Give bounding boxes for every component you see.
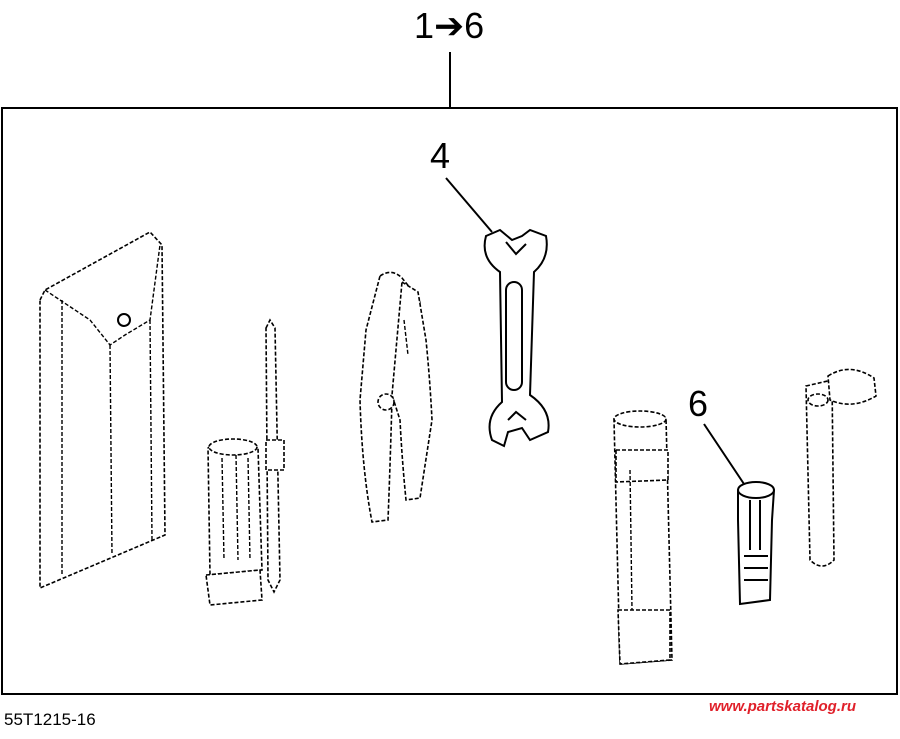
offset-socket-icon — [805, 368, 877, 567]
flashlight-icon — [737, 481, 776, 606]
callout-4-leader — [445, 177, 493, 233]
watermark-link[interactable]: www.partskatalog.ru — [709, 698, 856, 715]
callout-4: 4 — [430, 135, 450, 176]
tool-pouch-icon — [39, 230, 166, 590]
kit-frame — [1, 107, 898, 695]
open-end-wrench-icon — [483, 228, 550, 448]
screwdriver-handle-icon — [205, 438, 263, 606]
range-label: 1➔6 — [414, 5, 484, 46]
spark-plug-socket-icon — [613, 410, 673, 665]
callout-6: 6 — [688, 383, 708, 424]
part-code: 55T1215-16 — [4, 710, 96, 729]
screwdriver-bit-icon — [265, 318, 285, 594]
pliers-icon — [359, 271, 433, 523]
callout-6-leader — [703, 423, 745, 485]
